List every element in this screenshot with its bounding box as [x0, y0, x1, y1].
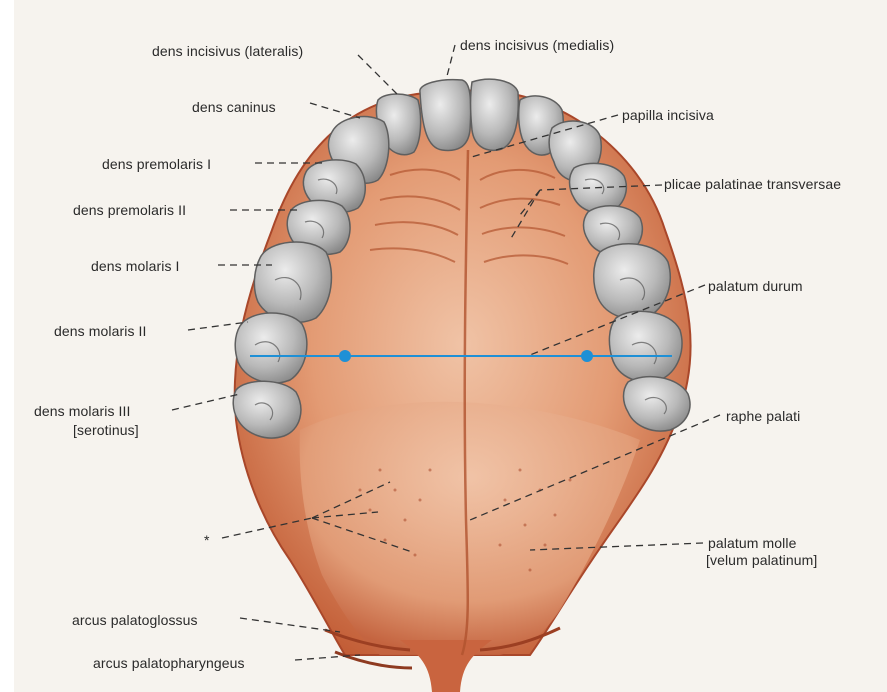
tooth-molar2-right [609, 311, 682, 382]
tooth-incisor-medial-right [471, 79, 519, 150]
measurement-handle-left[interactable] [339, 350, 351, 362]
label-incisivus-medialis: dens incisivus (medialis) [460, 38, 614, 53]
tooth-molar1-right [594, 244, 671, 319]
tooth-molar1-left [254, 242, 331, 322]
label-plicae-palatinae: plicae palatinae transversae [664, 177, 841, 192]
label-molaris-3-serotinus: [serotinus] [73, 423, 139, 438]
tooth-molar2-left [235, 313, 307, 383]
label-arcus-palatopharyngeus: arcus palatopharyngeus [93, 656, 245, 671]
label-molaris-1: dens molaris I [91, 259, 180, 274]
label-caninus: dens caninus [192, 100, 276, 115]
label-arcus-palatoglossus: arcus palatoglossus [72, 613, 198, 628]
label-asterisk: * [204, 533, 210, 548]
page-edge [0, 0, 14, 692]
label-palatum-durum: palatum durum [708, 279, 803, 294]
label-molaris-2: dens molaris II [54, 324, 147, 339]
label-palatum-molle: palatum molle [708, 536, 796, 551]
label-raphe-palati: raphe palati [726, 409, 800, 424]
label-molaris-3: dens molaris III [34, 404, 131, 419]
label-premolaris-2: dens premolaris II [73, 203, 186, 218]
label-papilla-incisiva: papilla incisiva [622, 108, 714, 123]
label-incisivus-lateralis: dens incisivus (lateralis) [152, 44, 303, 59]
label-premolaris-1: dens premolaris I [102, 157, 211, 172]
label-velum-palatinum: [velum palatinum] [706, 553, 817, 568]
measurement-handle-right[interactable] [581, 350, 593, 362]
